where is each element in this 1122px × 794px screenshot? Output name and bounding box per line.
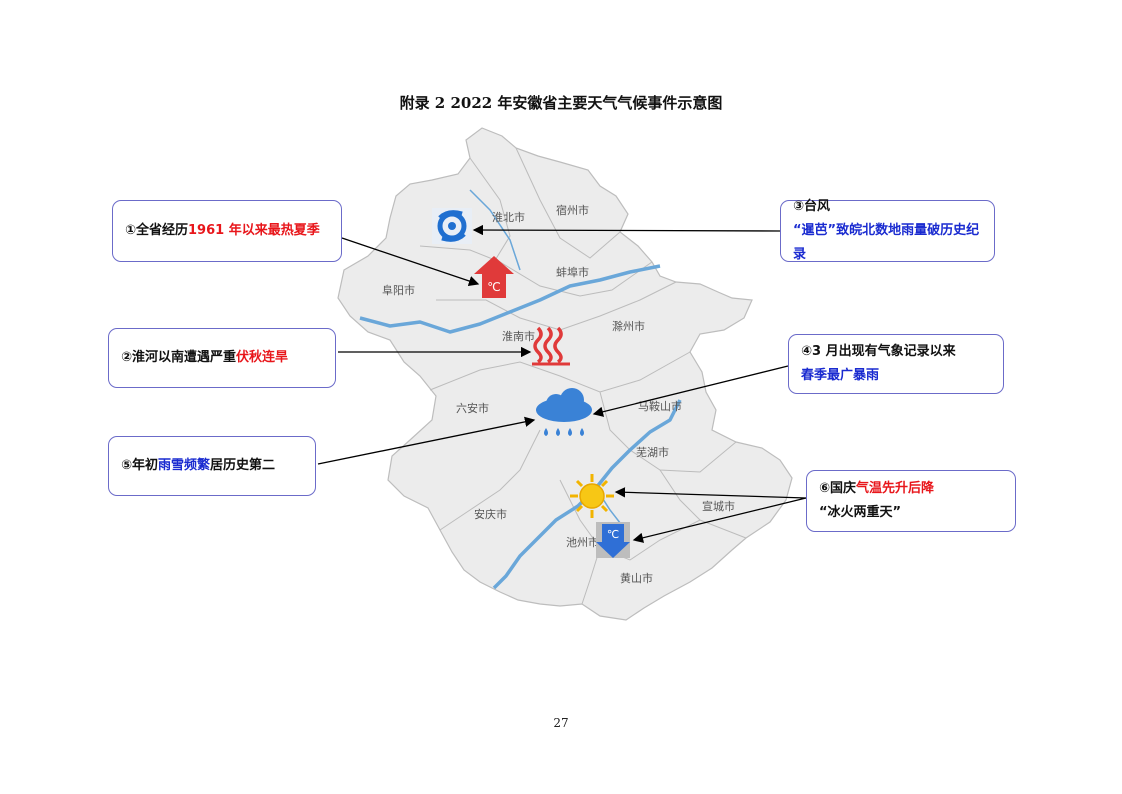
page-title: 附录 2 2022 年安徽省主要天气气候事件示意图	[399, 94, 723, 112]
callout-2-highlight: 伏秋连旱	[236, 350, 289, 365]
connector-6a	[614, 487, 807, 499]
city-label-chuzhou: 滁州市	[612, 319, 645, 333]
temperature-down-icon: ℃	[596, 522, 630, 558]
province-shape	[337, 127, 793, 621]
callout-3-prefix: ③台风	[793, 199, 831, 214]
callout-4-highlight: 春季最广暴雨	[801, 368, 880, 383]
callout-2-prefix: ②淮河以南遭遇严重	[121, 350, 237, 365]
callout-6-prefix: ⑥国庆	[819, 481, 857, 496]
city-label-huainan: 淮南市	[502, 329, 535, 343]
city-label-huaibei: 淮北市	[492, 210, 525, 224]
page-number: 27	[553, 716, 569, 730]
connector-5	[317, 416, 536, 465]
city-label-suzhou: 宿州市	[556, 203, 589, 217]
callout-drought: ②淮河以南遭遇严重 伏秋连旱	[108, 328, 336, 388]
city-label-huangshan: 黄山市	[620, 571, 653, 585]
connector-1	[341, 237, 480, 287]
rain-cloud-icon	[536, 388, 592, 436]
callout-5-suffix: 居历史第二	[210, 458, 276, 473]
callout-typhoon: ③台风 “暹芭”致皖北数地雨量破历史纪录	[780, 199, 995, 262]
connector-6b	[632, 497, 807, 543]
callout-5-prefix: ⑤年初	[121, 458, 159, 473]
callout-6-suffix: “冰火两重天”	[819, 505, 902, 520]
temperature-up-icon: ℃	[474, 256, 514, 298]
callout-5-highlight: 雨雪频繁	[158, 458, 211, 473]
city-label-xuancheng: 宣城市	[702, 499, 735, 513]
city-label-bengbu: 蚌埠市	[556, 265, 589, 279]
callout-spring-rainstorm: ④3 月出现有气象记录以来 春季最广暴雨	[788, 334, 1004, 394]
callout-4-prefix: ④3 月出现有气象记录以来	[801, 344, 956, 359]
city-label-wuhu: 芜湖市	[636, 445, 669, 459]
svg-text:℃: ℃	[487, 280, 500, 294]
sun-icon	[570, 474, 614, 518]
callout-rain-snow: ⑤年初 雨雪频繁 居历史第二	[108, 436, 316, 496]
callout-1-highlight: 1961 年以来最热夏季	[188, 223, 320, 238]
callout-hottest-summer: ①全省经历 1961 年以来最热夏季	[112, 200, 342, 262]
callout-1-prefix: ①全省经历	[125, 223, 189, 238]
typhoon-icon	[432, 208, 472, 244]
city-label-fuyang: 阜阳市	[382, 283, 415, 297]
city-label-chizhou: 池州市	[566, 535, 599, 549]
city-label-maanshan: 马鞍山市	[638, 399, 682, 413]
callout-6-highlight: 气温先升后降	[856, 481, 935, 496]
callout-national-day: ⑥国庆 气温先升后降 “冰火两重天”	[806, 470, 1016, 532]
city-label-anqing: 安庆市	[474, 507, 507, 521]
svg-text:℃: ℃	[607, 528, 619, 541]
drought-icon	[532, 326, 570, 366]
city-label-luan: 六安市	[456, 401, 489, 415]
connector-4	[592, 365, 789, 417]
connector-3	[472, 224, 781, 236]
callout-3-highlight: “暹芭”致皖北数地雨量破历史纪录	[793, 223, 980, 262]
